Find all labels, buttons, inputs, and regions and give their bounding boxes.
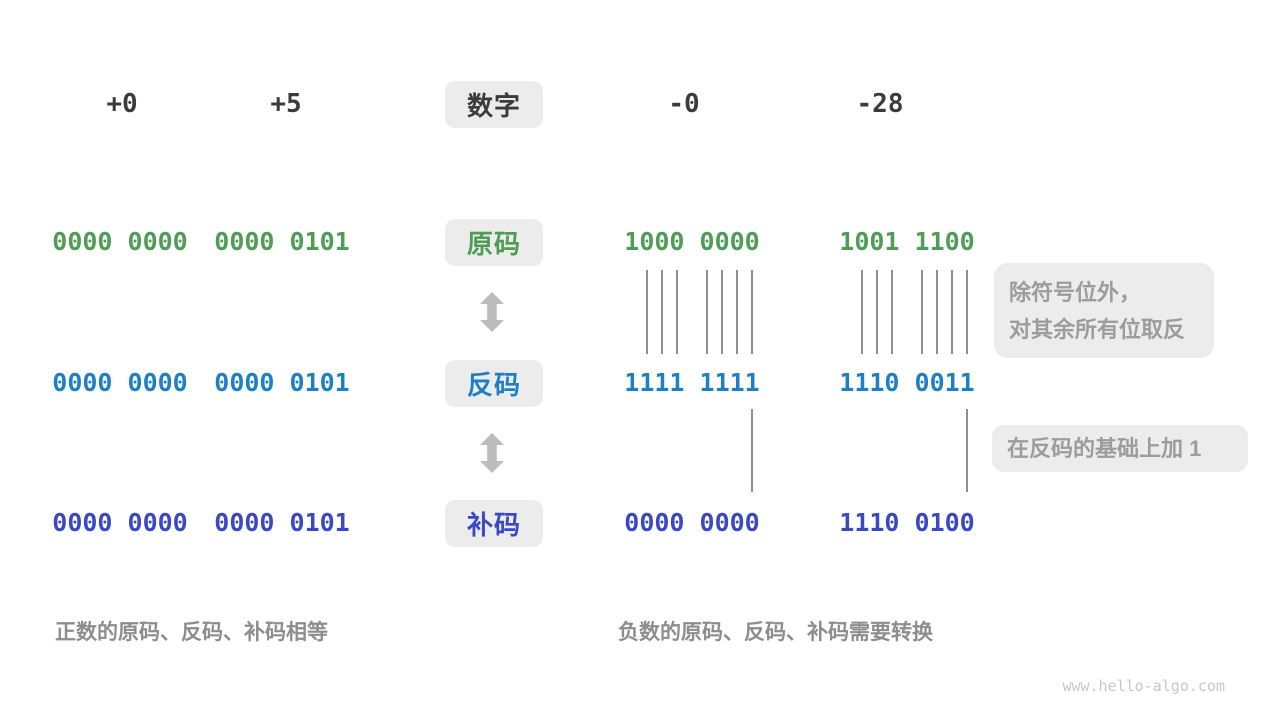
bit-line (936, 270, 938, 354)
invert-bits-note-line1: 除符号位外， (1009, 280, 1142, 305)
ones-complement-plus5: 0000 0101 (214, 368, 350, 397)
sign-magnitude-minus0: 1000 0000 (624, 227, 760, 256)
label-box-number: 数字 (445, 81, 543, 128)
caption-positive: 正数的原码、反码、补码相等 (55, 621, 328, 644)
sign-magnitude-plus0: 0000 0000 (52, 227, 188, 256)
twos-complement-plus5: 0000 0101 (214, 508, 350, 537)
bit-line (646, 270, 648, 354)
bit-line (876, 270, 878, 354)
label-box-twos-complement: 补码 (445, 500, 543, 547)
bit-line (966, 270, 968, 354)
bit-line (706, 270, 708, 354)
add-one-note: 在反码的基础上加 1 (992, 425, 1248, 472)
bit-line (676, 270, 678, 354)
sign-magnitude-minus28: 1001 1100 (839, 227, 975, 256)
label-sign-magnitude: 原码 (466, 229, 521, 259)
bit-line (966, 409, 968, 492)
bit-line (751, 409, 753, 492)
bit-line (921, 270, 923, 354)
sign-magnitude-plus5: 0000 0101 (214, 227, 350, 256)
label-ones-complement: 反码 (466, 370, 521, 400)
caption-negative: 负数的原码、反码、补码需要转换 (618, 621, 933, 644)
bit-line (891, 270, 893, 354)
up-down-arrow-icon (480, 292, 504, 332)
bit-line (751, 270, 753, 354)
header-value-minus28: -28 (856, 89, 904, 119)
ones-complement-minus0: 1111 1111 (624, 368, 760, 397)
invert-bits-note: 除符号位外， 对其余所有位取反 (994, 263, 1214, 358)
ones-complement-minus28: 1110 0011 (839, 368, 975, 397)
label-box-ones-complement: 反码 (445, 360, 543, 407)
up-down-arrow-icon (480, 433, 504, 473)
site-watermark: www.hello-algo.com (1062, 677, 1225, 695)
add-one-note-text: 在反码的基础上加 1 (1007, 436, 1202, 461)
twos-complement-minus28: 1110 0100 (839, 508, 975, 537)
bit-line (721, 270, 723, 354)
ones-complement-plus0: 0000 0000 (52, 368, 188, 397)
twos-complement-plus0: 0000 0000 (52, 508, 188, 537)
bit-line (661, 270, 663, 354)
header-value-plus5: +5 (270, 89, 302, 119)
label-number: 数字 (466, 91, 521, 121)
bit-line (951, 270, 953, 354)
bit-line (736, 270, 738, 354)
label-twos-complement: 补码 (466, 510, 521, 540)
invert-bits-note-line2: 对其余所有位取反 (1009, 317, 1186, 342)
label-box-sign-magnitude: 原码 (445, 219, 543, 266)
bit-line (861, 270, 863, 354)
twos-complement-minus0: 0000 0000 (624, 508, 760, 537)
header-value-minus0: -0 (668, 89, 700, 119)
header-value-plus0: +0 (106, 89, 138, 119)
